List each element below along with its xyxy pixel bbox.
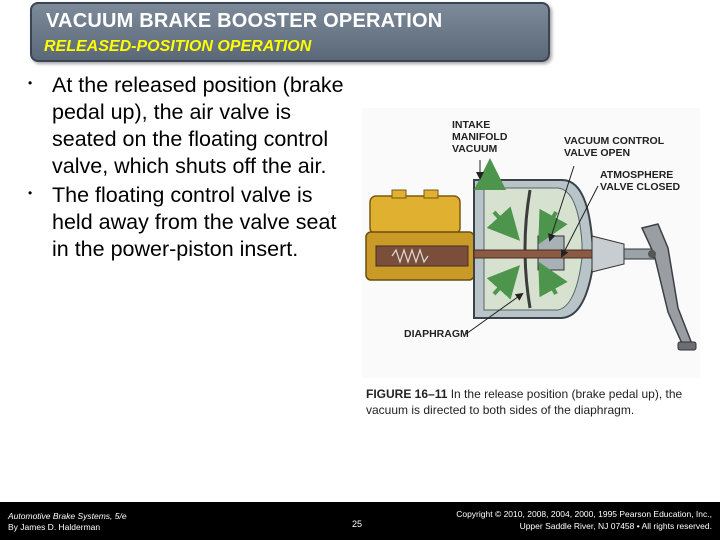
flow-arrow [538,208,568,245]
diaphragm-leader [465,292,524,335]
atmosphere-label-line2: VALVE CLOSED [600,181,681,193]
atmosphere-label-line1: ATMOSPHERE [600,169,673,181]
intake-label-line2: MANIFOLD [452,131,508,143]
cylinder-spring [391,248,429,264]
intake-label-line1: INTAKE [452,119,490,131]
intake-label-line3: VACUUM [452,143,498,155]
flow-arrow [486,265,521,300]
book-author: By James D. Halderman [8,522,101,532]
vacuum-control-label-line2: VALVE OPEN [564,147,630,159]
bullet-item: • At the released position (brake pedal … [22,72,352,180]
pedal-pivot [648,250,656,258]
bullet-item: • The floating control valve is held awa… [22,182,352,263]
book-title: Automotive Brake Systems, 5/e [8,511,127,521]
bullet-marker: • [28,76,33,90]
rear-boot [591,235,625,273]
pedal-pad [677,341,697,351]
slide-subtitle: RELEASED-POSITION OPERATION [44,38,312,55]
flow-arrow [538,261,568,298]
copyright-line-1: Copyright © 2010, 2008, 2004, 2000, 1995… [456,509,712,519]
vacuum-control-leader [548,165,575,242]
atmosphere-valve-leader [561,185,599,258]
bullet-text: At the released position (brake pedal up… [52,73,344,178]
caption-text: In the release position (brake pedal up)… [366,387,683,417]
reservoir-cap-right [423,189,439,199]
brake-booster-figure: INTAKE MANIFOLD VACUUM VACUUM CONTROL VA… [362,108,700,378]
page-number: 25 [352,519,363,529]
bullet-text: The floating control valve is held away … [52,183,337,261]
flow-arrow [486,206,521,241]
diaphragm-shape [523,189,532,309]
figure-caption: FIGURE 16–11 In the release position (br… [366,386,686,418]
reservoir-cap-left [391,189,407,199]
title-banner: VACUUM BRAKE BOOSTER OPERATION RELEASED-… [30,2,550,62]
diaphragm-label: DIAPHRAGM [404,328,469,340]
figure-number: FIGURE 16–11 [366,387,448,401]
footer-book-info: Automotive Brake Systems, 5/e By James D… [8,511,127,533]
pushrod [473,249,595,259]
copyright-line-2: Upper Saddle River, NJ 07458 • All right… [519,521,712,531]
copyright-notice: Copyright © 2010, 2008, 2004, 2000, 1995… [456,508,712,532]
footer-bar: Automotive Brake Systems, 5/e By James D… [0,502,720,540]
slide-title: VACUUM BRAKE BOOSTER OPERATION [46,10,443,32]
bullet-marker: • [28,186,33,200]
bullet-list: • At the released position (brake pedal … [22,72,352,265]
brake-booster-illustration: INTAKE MANIFOLD VACUUM VACUUM CONTROL VA… [362,108,700,378]
reservoir-shape [369,195,461,235]
vacuum-control-label-line1: VACUUM CONTROL [564,135,665,147]
